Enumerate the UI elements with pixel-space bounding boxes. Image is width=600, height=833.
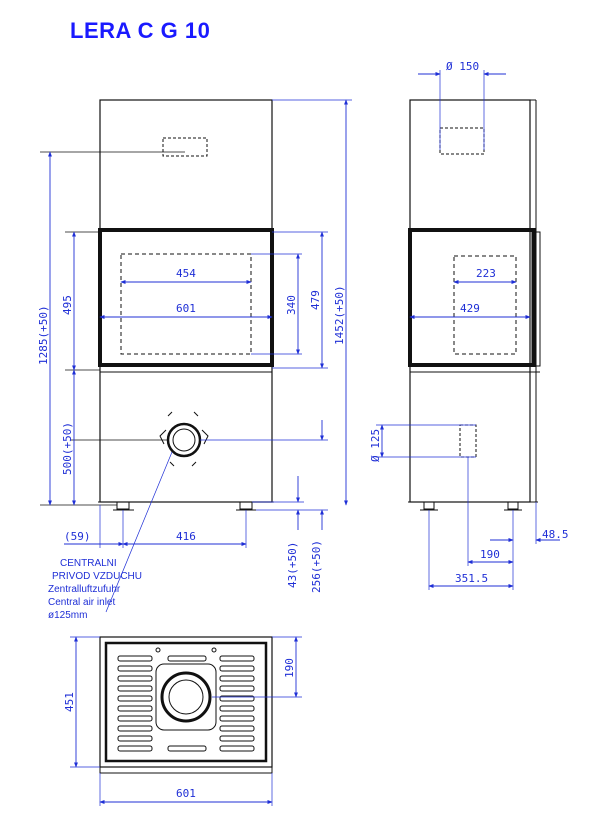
- dim-front-h3: 500(+50): [61, 422, 74, 475]
- dim-side-190: 190: [480, 548, 500, 561]
- dim-front-feet1: 43(+50): [286, 542, 299, 588]
- dim-plan-h: 451: [63, 692, 76, 712]
- dim-front-inner-w2: 601: [176, 302, 196, 315]
- dim-side-48: 48.5: [542, 528, 569, 541]
- dim-front-total: 1452(+50): [333, 285, 346, 345]
- dim-side-w2: 429: [460, 302, 480, 315]
- dim-front-h2: 495: [61, 295, 74, 315]
- dim-front-h1: 1285(+50): [37, 305, 50, 365]
- dim-side-flue: Ø 150: [446, 60, 479, 73]
- dim-plan-w: 601: [176, 787, 196, 800]
- dim-side-351: 351.5: [455, 572, 488, 585]
- dim-front-offset: (59): [64, 530, 91, 543]
- note-line-3: Zentralluftzufuhr: [48, 584, 121, 595]
- dim-front-feet2: 256(+50): [310, 540, 323, 593]
- dim-side-w1: 223: [476, 267, 496, 280]
- dim-front-inner-h: 340: [285, 295, 298, 315]
- dim-front-inner-w1: 454: [176, 267, 196, 280]
- front-view: 1285(+50) 495 500(+50) 454 601 340 479 1…: [37, 99, 352, 613]
- note-line-2: PRIVOD VZDUCHU: [52, 571, 142, 582]
- note-line-4: Central air inlet: [48, 597, 115, 608]
- note-line-5: ø125mm: [48, 610, 87, 621]
- dim-front-glass-h: 479: [309, 290, 322, 310]
- plan-view: 451 190 601: [63, 636, 302, 806]
- dim-front-inlet-x: 416: [176, 530, 196, 543]
- dim-plan-190: 190: [283, 658, 296, 678]
- dim-side-inlet: Ø 125: [369, 429, 382, 462]
- note-line-1: CENTRALNI: [60, 558, 117, 569]
- drawing-title: LERA C G 10: [70, 18, 211, 43]
- side-view: Ø 150 223 429 Ø 125 48.5 190 351.5: [369, 60, 569, 590]
